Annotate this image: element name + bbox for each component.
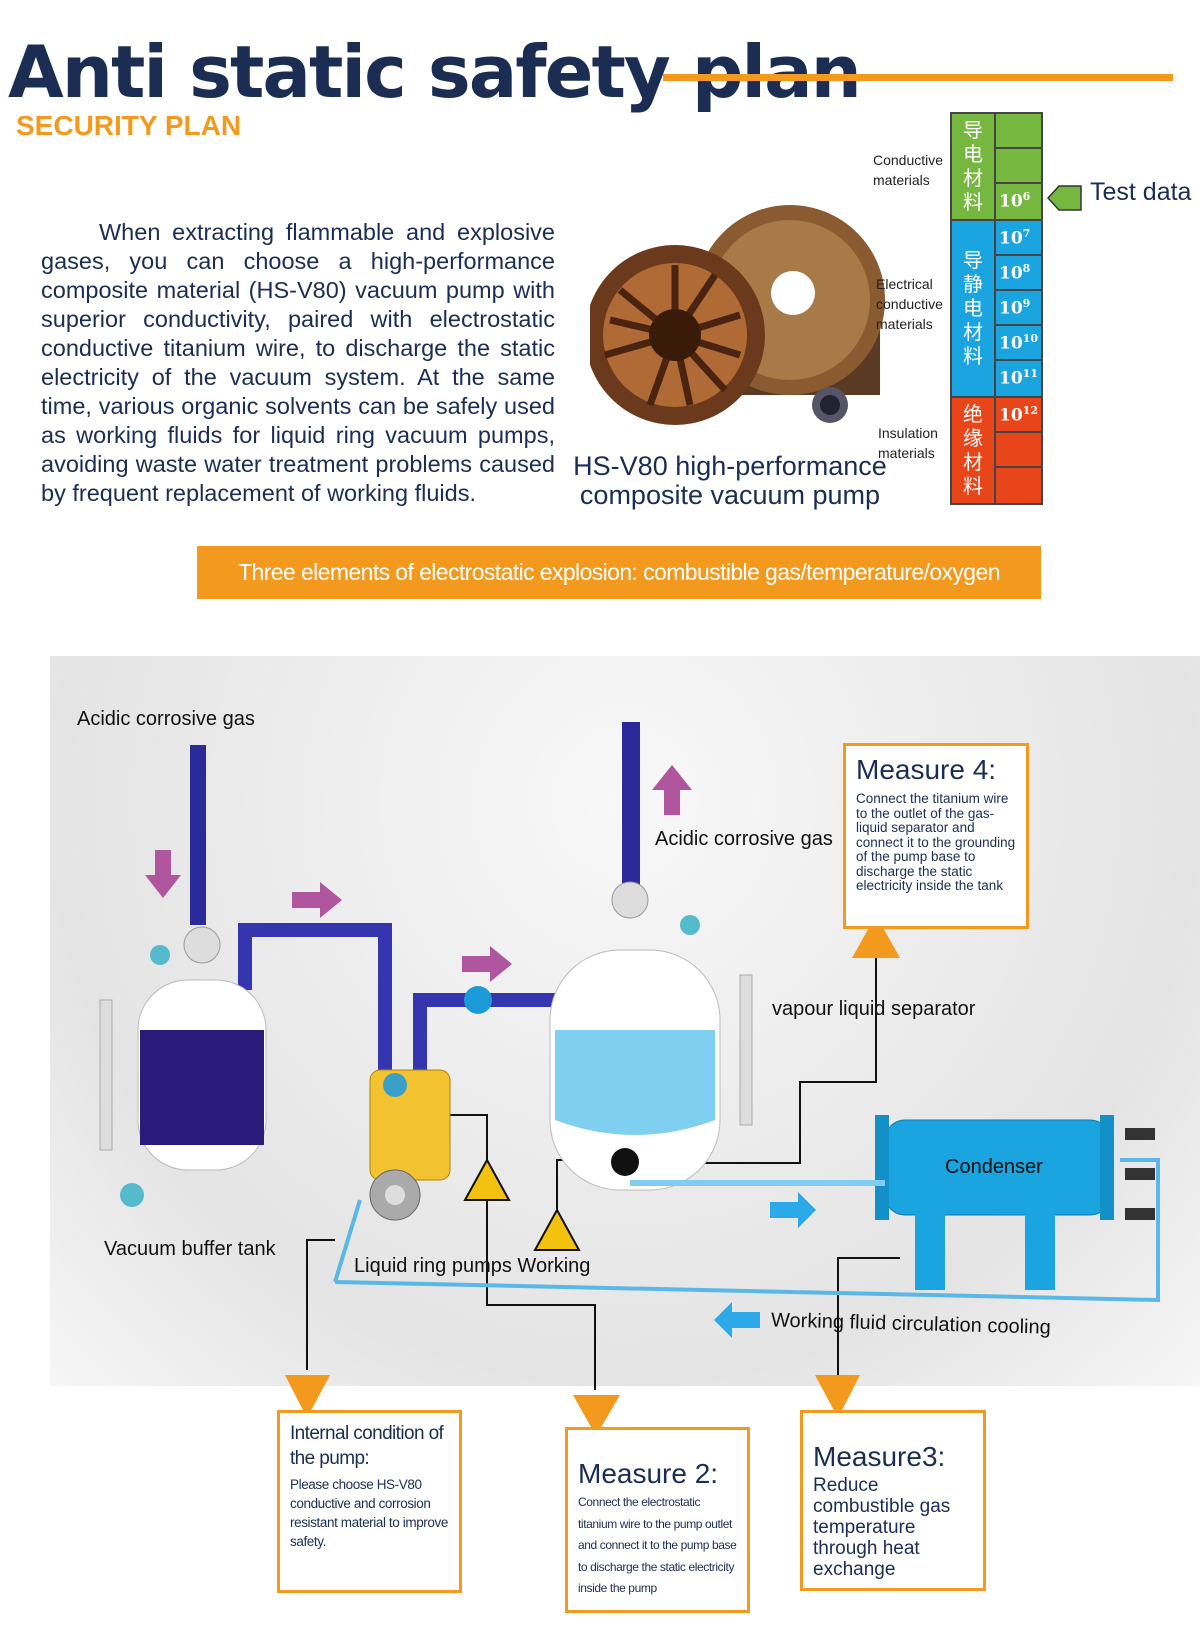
label-line: materials [878, 445, 935, 461]
scale-value [996, 114, 1041, 149]
pump-caption: HS-V80 high-performance composite vacuum… [570, 452, 890, 510]
chinese-char: 料 [963, 475, 983, 498]
measure-title: Measure 4: [856, 754, 997, 785]
measure-title: Measure3: [813, 1441, 946, 1472]
chinese-char: 材 [963, 321, 983, 344]
label-line: Insulation [878, 425, 938, 441]
chinese-char: 绝 [963, 403, 983, 426]
arrow-right-icon [292, 882, 342, 918]
chinese-char: 导 [963, 249, 983, 272]
label-line: materials [876, 316, 933, 332]
caption-line: HS-V80 high-performance [573, 451, 887, 481]
measure-text: Connect the titanium wire to the outlet … [856, 791, 1016, 893]
conductive-label: Conductive materials [873, 150, 943, 190]
chinese-char: 料 [963, 345, 983, 368]
measure-text: Please choose HS-V80 conductive and corr… [290, 1477, 448, 1549]
segment-chinese-label: 绝缘材料 [952, 398, 996, 503]
arrow-down-icon [145, 850, 181, 898]
measure-title: Measure 2: [578, 1458, 719, 1489]
ground-warning-icon [533, 1207, 581, 1251]
page-subtitle: SECURITY PLAN [16, 110, 242, 141]
scale-value: 1011 [999, 367, 1038, 389]
label-line: Electrical [876, 276, 933, 292]
measure-title: Internal condition of the pump: [290, 1423, 444, 1469]
scale-value: 109 [996, 291, 1041, 326]
chinese-char: 导 [963, 119, 983, 142]
chinese-char: 材 [963, 167, 983, 190]
chinese-char: 缘 [963, 427, 983, 450]
arrow-right-icon [770, 1192, 816, 1228]
title-divider [663, 74, 1173, 81]
electrical-label: Electrical conductive materials [876, 274, 943, 334]
chinese-char: 电 [963, 143, 983, 166]
label-pumps: Liquid ring pumps Working [354, 1255, 591, 1277]
chinese-char: 料 [963, 191, 983, 214]
pump-image [590, 205, 885, 425]
measure-2-box: Measure 2: Connect the electrostatic tit… [565, 1427, 750, 1613]
scale-value: 108 [996, 256, 1041, 291]
label-line: conductive [876, 296, 943, 312]
intro-paragraph: When extracting flammable and explosive … [41, 219, 555, 506]
page-title: Anti static safety plan [8, 30, 862, 114]
test-data-label: Test data [1090, 178, 1192, 206]
explosion-elements-banner: Three elements of electrostatic explosio… [197, 546, 1041, 599]
label-line: materials [873, 172, 930, 188]
arrow-left-icon [714, 1302, 760, 1338]
scale-value [996, 149, 1041, 184]
label-acidic-gas-in: Acidic corrosive gas [77, 708, 255, 730]
measure-3-box: Measure3: Reduce combustible gas tempera… [800, 1410, 986, 1591]
chinese-char: 材 [963, 451, 983, 474]
label-condenser: Condenser [945, 1156, 1043, 1178]
scale-value: 106 [999, 190, 1031, 212]
scale-value: 1010 [996, 326, 1041, 361]
caption-line: composite vacuum pump [579, 480, 881, 510]
segment-chinese-label: 导静电材料 [952, 221, 996, 396]
segment-chinese-label: 导电材料 [952, 114, 996, 219]
ground-warning-icon [463, 1157, 511, 1201]
scale-value: 107 [996, 221, 1041, 256]
label-buffer-tank: Vacuum buffer tank [104, 1238, 276, 1260]
insulation-label: Insulation materials [878, 423, 938, 463]
label-line: Conductive [873, 152, 944, 168]
scale-value: 1012 [996, 398, 1041, 433]
measure-4-box: Measure 4: Connect the titanium wire to … [843, 743, 1029, 929]
measure-text: Connect the electrostatic titanium wire … [578, 1495, 737, 1595]
test-data-arrow-icon [1047, 185, 1082, 211]
arrow-up-icon [652, 765, 692, 815]
chinese-char: 静 [963, 273, 983, 296]
arrow-right-icon [462, 946, 512, 982]
label-acidic-gas-out: Acidic corrosive gas [655, 828, 833, 850]
chinese-char: 电 [963, 297, 983, 320]
measure-text: Reduce combustible gas temperature throu… [813, 1475, 951, 1580]
scale-value [996, 433, 1041, 468]
internal-condition-box: Internal condition of the pump: Please c… [277, 1410, 462, 1593]
label-separator: vapour liquid separator [772, 998, 976, 1020]
